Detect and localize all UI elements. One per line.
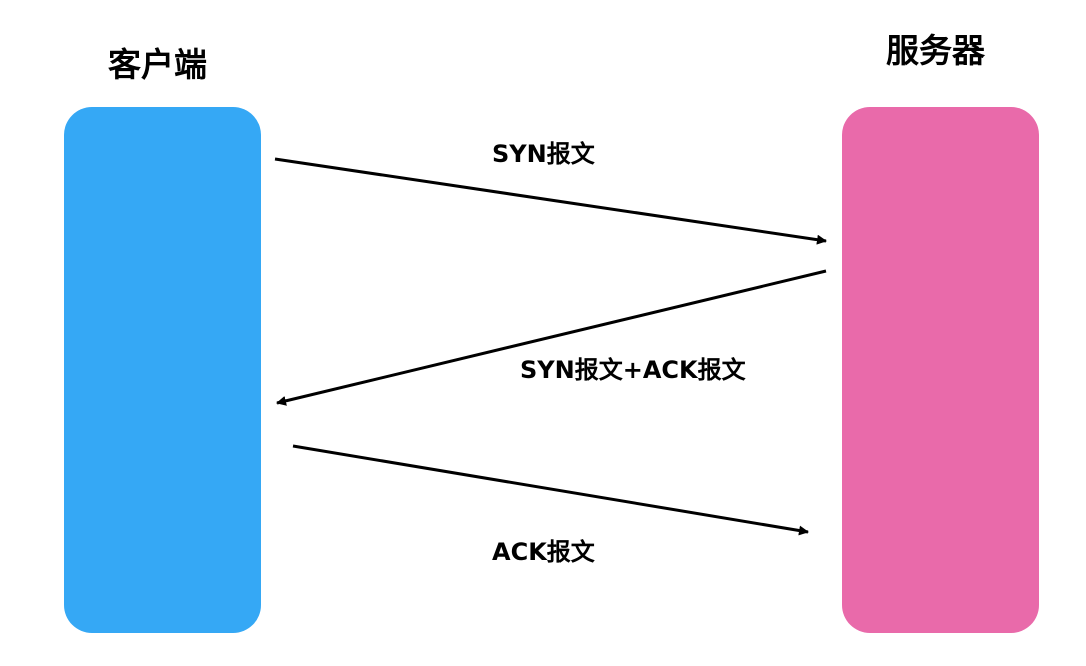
server-title: 服务器 <box>886 31 985 70</box>
syn-ack-label: SYN报文+ACK报文 <box>520 356 746 384</box>
syn-arrow <box>274 157 827 245</box>
client-title: 客户端 <box>108 45 207 84</box>
syn-ack-arrow <box>276 269 827 406</box>
syn-label: SYN报文 <box>492 140 595 168</box>
ack-arrow <box>292 444 809 536</box>
ack-label: ACK报文 <box>492 538 595 566</box>
client-box <box>64 107 261 633</box>
server-box <box>842 107 1039 633</box>
